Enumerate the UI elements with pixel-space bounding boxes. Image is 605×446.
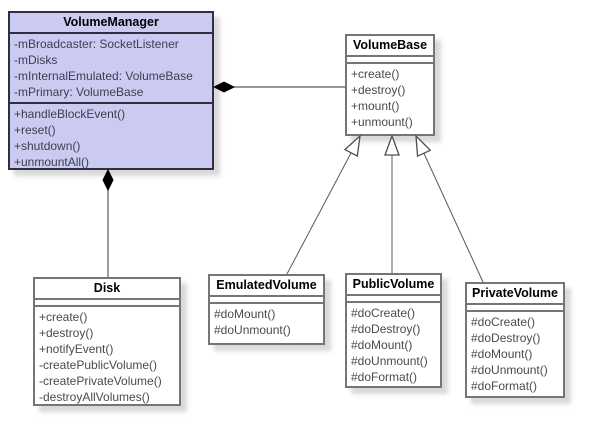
attributes-compartment-empty bbox=[35, 300, 179, 307]
method: #doCreate() bbox=[351, 306, 416, 320]
attribute: -mDisks bbox=[14, 53, 58, 67]
methods-compartment-volumemanager: +handleBlockEvent() +reset() +shutdown()… bbox=[10, 104, 212, 172]
method: -destroyAllVolumes() bbox=[39, 390, 150, 404]
method: #doUnmount() bbox=[471, 363, 548, 377]
methods-compartment-disk: +create() +destroy() +notifyEvent() -cre… bbox=[35, 307, 179, 407]
method: +unmountAll() bbox=[14, 155, 90, 169]
method: +shutdown() bbox=[14, 139, 81, 153]
method: #doDestroy() bbox=[351, 322, 421, 336]
class-box-privatevolume: PrivateVolume #doCreate() #doDestroy() #… bbox=[465, 282, 565, 398]
method: +destroy() bbox=[351, 83, 406, 97]
class-title-volumemanager: VolumeManager bbox=[10, 13, 212, 34]
class-box-volumemanager: VolumeManager -mBroadcaster: SocketListe… bbox=[8, 11, 214, 170]
method: #doUnmount() bbox=[214, 323, 291, 337]
method: +reset() bbox=[14, 123, 56, 137]
class-box-publicvolume: PublicVolume #doCreate() #doDestroy() #d… bbox=[345, 273, 442, 388]
class-title-emulatedvolume: EmulatedVolume bbox=[210, 276, 323, 297]
methods-compartment-publicvolume: #doCreate() #doDestroy() #doMount() #doU… bbox=[347, 303, 440, 387]
method: -createPublicVolume() bbox=[39, 358, 158, 372]
attribute: -mPrimary: VolumeBase bbox=[14, 85, 144, 99]
method: #doMount() bbox=[214, 307, 276, 321]
generalization-privatevolume-volumebase bbox=[415, 134, 484, 283]
method: #doFormat() bbox=[471, 379, 538, 393]
methods-compartment-volumebase: +create() +destroy() +mount() +unmount() bbox=[347, 64, 433, 132]
methods-compartment-privatevolume: #doCreate() #doDestroy() #doMount() #doU… bbox=[467, 312, 563, 396]
class-box-disk: Disk +create() +destroy() +notifyEvent()… bbox=[33, 277, 181, 406]
method: +create() bbox=[39, 310, 88, 324]
method: #doMount() bbox=[471, 347, 533, 361]
method: +notifyEvent() bbox=[39, 342, 114, 356]
class-title-privatevolume: PrivateVolume bbox=[467, 284, 563, 305]
method: #doDestroy() bbox=[471, 331, 541, 345]
attributes-compartment-empty bbox=[210, 297, 323, 304]
class-title-disk: Disk bbox=[35, 279, 179, 300]
method: #doCreate() bbox=[471, 315, 536, 329]
attributes-compartment-empty bbox=[467, 305, 563, 312]
class-box-volumebase: VolumeBase +create() +destroy() +mount()… bbox=[345, 34, 435, 136]
attribute: -mInternalEmulated: VolumeBase bbox=[14, 69, 193, 83]
attributes-compartment-empty bbox=[347, 296, 440, 303]
method: +handleBlockEvent() bbox=[14, 107, 126, 121]
method: #doUnmount() bbox=[351, 354, 428, 368]
method: +create() bbox=[351, 67, 400, 81]
attribute: -mBroadcaster: SocketListener bbox=[14, 37, 179, 51]
method: +unmount() bbox=[351, 115, 413, 129]
method: #doFormat() bbox=[351, 370, 418, 384]
class-box-emulatedvolume: EmulatedVolume #doMount() #doUnmount() bbox=[208, 274, 325, 345]
class-title-publicvolume: PublicVolume bbox=[347, 275, 440, 296]
class-title-volumebase: VolumeBase bbox=[347, 36, 433, 57]
method: -createPrivateVolume() bbox=[39, 374, 162, 388]
attributes-compartment-empty bbox=[347, 57, 433, 64]
attributes-compartment-volumemanager: -mBroadcaster: SocketListener -mDisks -m… bbox=[10, 34, 212, 104]
method: +destroy() bbox=[39, 326, 94, 340]
method: #doMount() bbox=[351, 338, 413, 352]
methods-compartment-emulatedvolume: #doMount() #doUnmount() bbox=[210, 304, 323, 340]
method: +mount() bbox=[351, 99, 400, 113]
generalization-emulatedvolume-volumebase bbox=[286, 134, 361, 275]
